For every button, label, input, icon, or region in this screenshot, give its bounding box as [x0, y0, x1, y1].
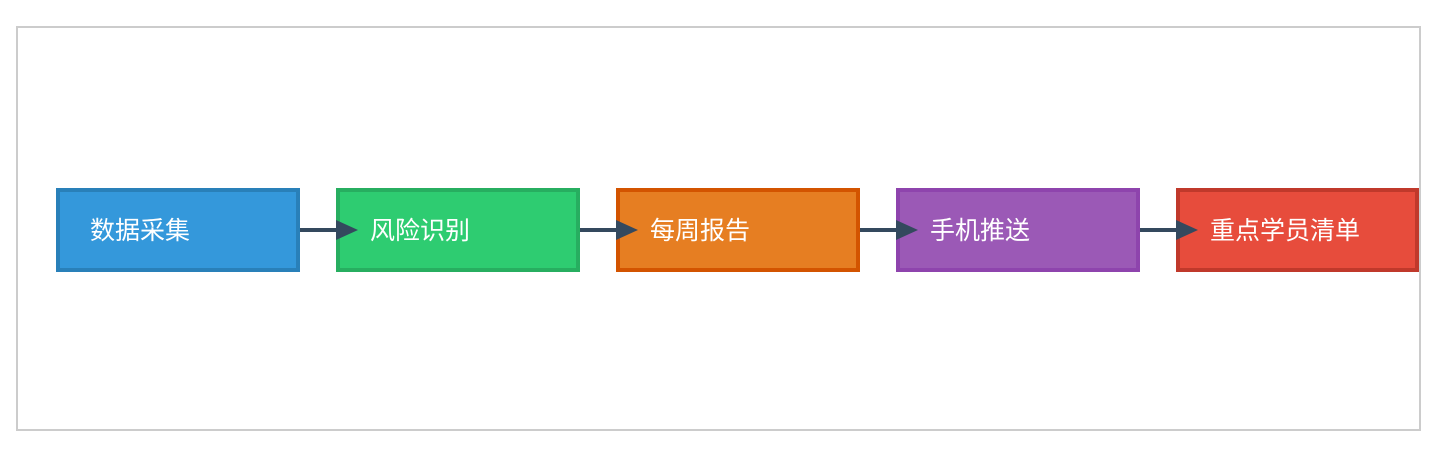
node-label: 每周报告: [650, 216, 751, 245]
node-mobile-push: 手机推送: [896, 188, 1140, 272]
node-data-collection: 数据采集: [56, 188, 300, 272]
arrow-1: [300, 188, 360, 272]
node-key-student-list: 重点学员清单: [1176, 188, 1419, 272]
diagram-canvas: 数据采集 风险识别 每周报告 手机推送 重点学员清单: [16, 26, 1421, 431]
node-label: 风险识别: [370, 216, 471, 245]
node-risk-identification: 风险识别: [336, 188, 580, 272]
arrow-2: [580, 188, 640, 272]
node-label: 重点学员清单: [1210, 216, 1361, 245]
arrow-4: [1140, 188, 1200, 272]
node-label: 数据采集: [90, 216, 191, 245]
node-label: 手机推送: [930, 216, 1031, 245]
arrow-3: [860, 188, 920, 272]
node-weekly-report: 每周报告: [616, 188, 860, 272]
